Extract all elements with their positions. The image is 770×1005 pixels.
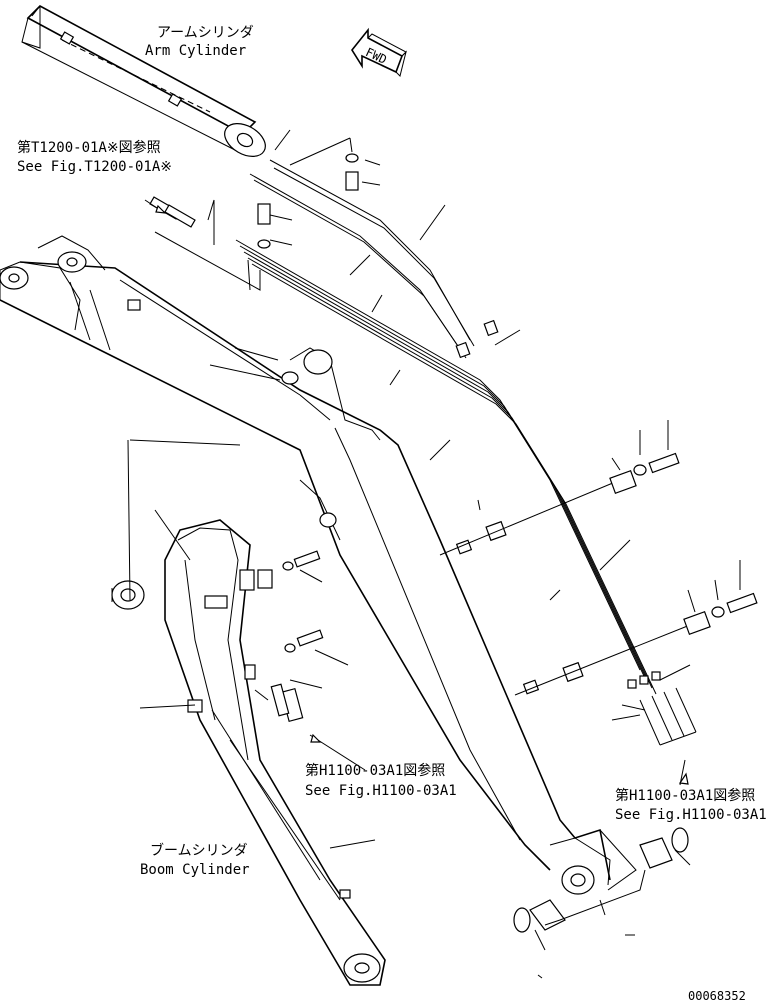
reference-arrows [144,199,689,785]
top-fasteners [127,153,359,311]
boom-cylinder [111,519,386,986]
hose-lines [235,159,758,746]
drawing-number: 00068352 [688,989,746,1003]
ref-t1200-label-en: See Fig.T1200-01A※ [17,159,172,175]
fwd-arrow-icon [351,27,407,77]
arm-cylinder [21,5,266,157]
arm-cylinder-label-en: Arm Cylinder [145,43,246,59]
fwd-label: FWD [363,45,389,67]
leader-lines [127,129,741,979]
ref-h1100-left-label-jp: 第H1100-03A1図参照 [305,762,445,779]
boom-cylinder-label-jp: ブームシリンダ [150,842,248,859]
bushings [513,827,689,933]
ref-h1100-left-label-en: See Fig.H1100-03A1 [305,783,457,799]
boom-structure [0,235,637,895]
ref-h1100-right-label-jp: 第H1100-03A1図参照 [615,787,755,804]
arm-cylinder-label-jp: アームシリンダ [157,25,254,41]
ref-h1100-right-label-en: See Fig.H1100-03A1 [615,807,767,823]
text-labels: アームシリンダ Arm Cylinder FWD 第T1200-01A※図参照 … [17,25,767,1003]
boom-cylinder-label-en: Boom Cylinder [140,862,250,878]
ref-t1200-label-jp: 第T1200-01A※図参照 [17,139,161,156]
